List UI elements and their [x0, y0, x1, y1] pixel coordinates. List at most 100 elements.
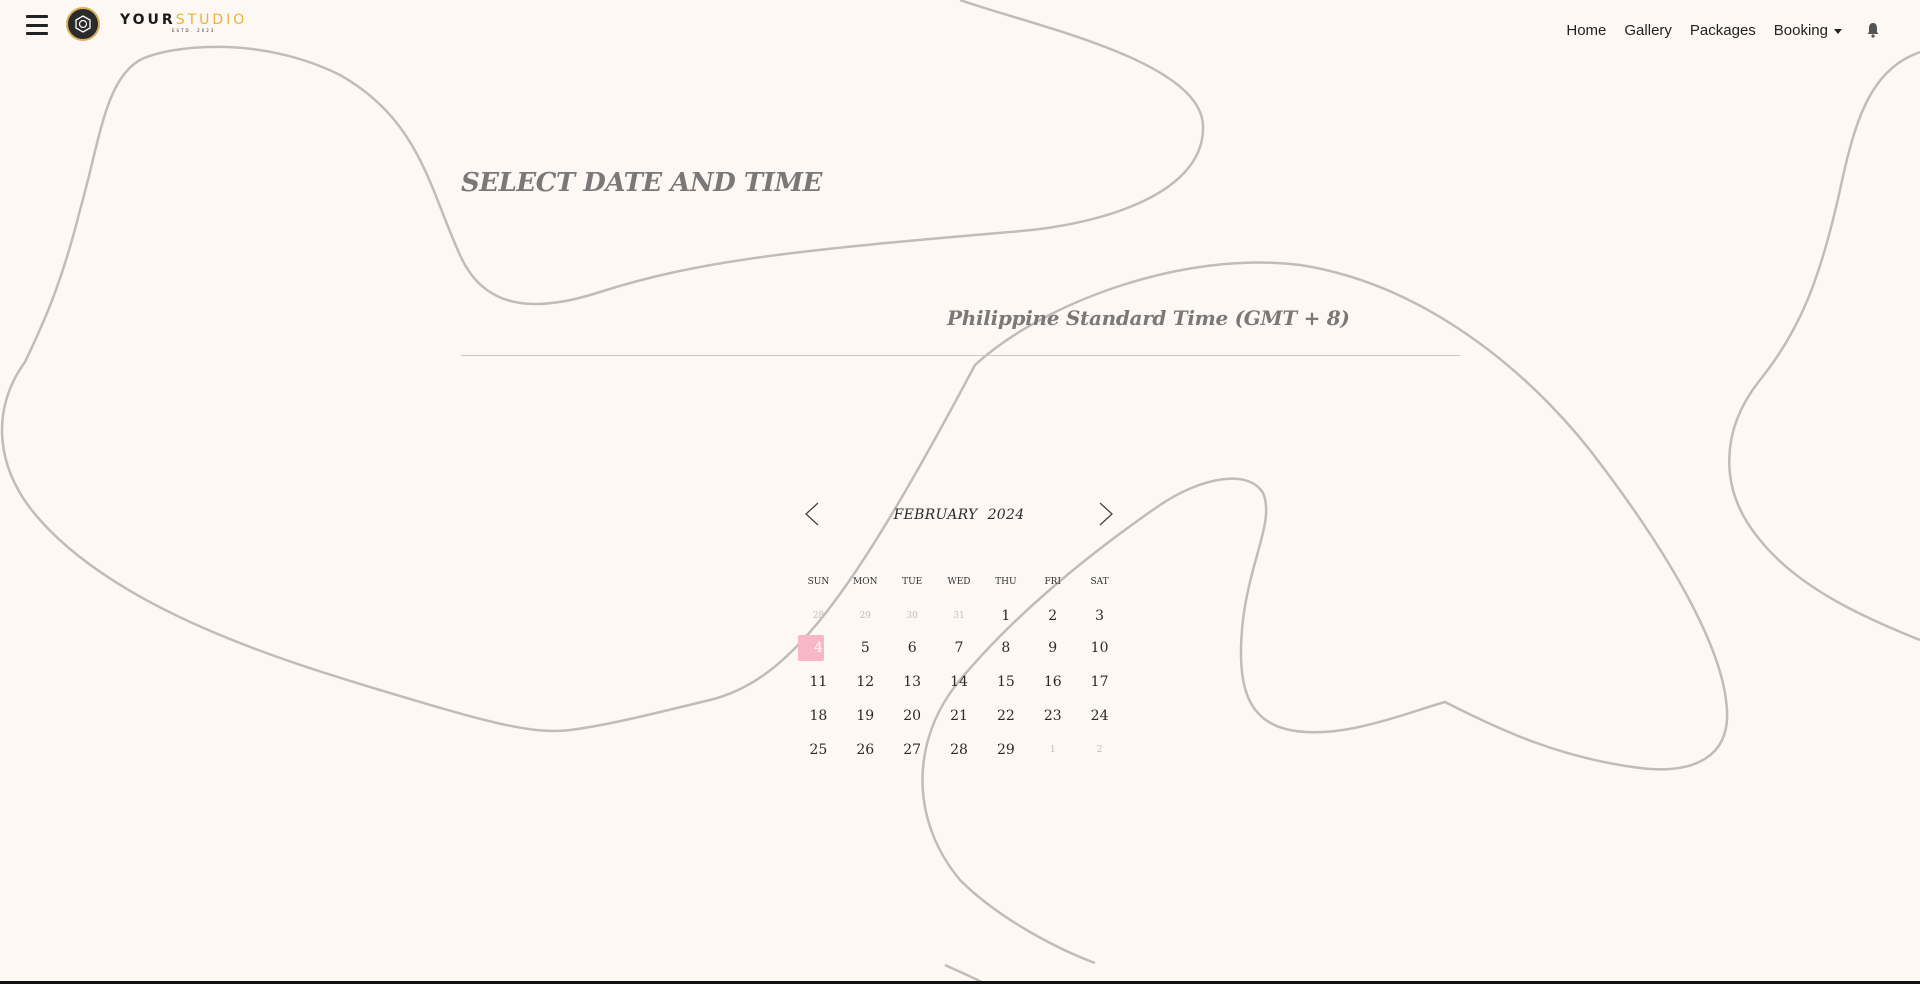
calendar-day-other-month: 1 [1029, 737, 1076, 763]
weekday-label: THU [995, 577, 1017, 587]
page-title: SELECT DATE AND TIME [461, 168, 822, 198]
calendar-day[interactable]: 2 [1029, 603, 1076, 629]
calendar-day[interactable]: 18 [795, 703, 842, 729]
calendar-day[interactable]: 26 [842, 737, 889, 763]
calendar-day[interactable]: 25 [795, 737, 842, 763]
bottom-border [0, 981, 1920, 984]
calendar-week-row: 11 12 13 14 15 16 17 [795, 665, 1123, 699]
bell-icon[interactable] [1866, 22, 1880, 38]
calendar-month: FEBRUARY [893, 507, 978, 523]
calendar-day-number: 4 [813, 640, 823, 656]
calendar-day-number: 15 [996, 674, 1015, 690]
calendar-day[interactable]: 1 [982, 603, 1029, 629]
calendar-day-number: 14 [950, 674, 968, 690]
calendar-year: 2024 [987, 507, 1025, 523]
weekday-label: SAT [1090, 577, 1109, 587]
calendar-day-number: 22 [996, 708, 1015, 724]
calendar-day-number: 23 [1043, 708, 1062, 724]
brand-name-part2: STUDIO [175, 12, 248, 28]
calendar-day[interactable]: 17 [1076, 669, 1123, 695]
calendar-week-row: 25 26 27 28 29 1 2 [795, 733, 1123, 767]
calendar-day[interactable]: 11 [795, 669, 842, 695]
calendar-day[interactable]: 22 [982, 703, 1029, 729]
calendar-day[interactable]: 3 [1076, 603, 1123, 629]
weekday-label: FRI [1044, 577, 1062, 587]
logo-icon[interactable] [66, 7, 100, 41]
calendar-day-number: 18 [809, 708, 828, 724]
calendar-day-number: 8 [1001, 640, 1011, 656]
calendar-day[interactable]: 12 [842, 669, 889, 695]
calendar-day[interactable]: 20 [889, 703, 936, 729]
calendar-day-number: 30 [906, 611, 918, 621]
calendar-day[interactable]: 28 [936, 737, 983, 763]
nav-packages[interactable]: Packages [1689, 22, 1756, 39]
calendar-day-number: 17 [1090, 674, 1109, 690]
calendar-day-other-month: 31 [936, 603, 983, 629]
brand-logo[interactable]: YOURSTUDIO ESTD. 2023 [120, 13, 247, 33]
calendar-day-number: 20 [903, 708, 922, 724]
brand-name-part1: YOUR [120, 12, 176, 28]
calendar-day[interactable]: 8 [982, 635, 1029, 661]
calendar-day[interactable]: 19 [842, 703, 889, 729]
prev-month-icon[interactable] [803, 501, 821, 527]
calendar-day-other-month: 28 [795, 603, 842, 629]
calendar-day-number: 29 [996, 742, 1015, 758]
calendar-day[interactable]: 9 [1029, 635, 1076, 661]
weekday-label: WED [947, 577, 971, 587]
brand-tagline: ESTD. 2023 [172, 28, 216, 33]
calendar-day-number: 3 [1095, 608, 1105, 624]
calendar-day-number: 12 [856, 674, 875, 690]
calendar-day[interactable]: 13 [889, 669, 936, 695]
calendar-day[interactable]: 16 [1029, 669, 1076, 695]
calendar-day-selected[interactable]: 4 [795, 635, 842, 661]
calendar-day-other-month: 30 [889, 603, 936, 629]
calendar-day[interactable]: 7 [936, 635, 983, 661]
calendar-day[interactable]: 6 [889, 635, 936, 661]
calendar-day-number: 6 [907, 640, 917, 656]
calendar-day[interactable]: 21 [936, 703, 983, 729]
nav-booking-label: Booking [1773, 22, 1828, 39]
caret-down-icon [1834, 28, 1842, 34]
calendar-day-number: 29 [859, 611, 872, 621]
calendar-day-number: 13 [903, 674, 922, 690]
calendar-day-number: 25 [809, 742, 828, 758]
menu-icon[interactable] [26, 15, 48, 35]
calendar-day[interactable]: 23 [1029, 703, 1076, 729]
calendar-day-number: 19 [856, 708, 875, 724]
calendar-title: FEBRUARY 2024 [795, 507, 1123, 523]
calendar-day-number: 7 [954, 640, 964, 656]
calendar-day-number: 9 [1048, 640, 1058, 656]
calendar-day-number: 10 [1090, 640, 1109, 656]
calendar-day-other-month: 29 [842, 603, 889, 629]
nav-booking[interactable]: Booking [1774, 22, 1842, 39]
calendar-day-number: 5 [860, 640, 870, 656]
calendar-day[interactable]: 15 [982, 669, 1029, 695]
calendar-day[interactable]: 29 [982, 737, 1029, 763]
weekday-label: SUN [807, 577, 830, 587]
calendar-day-other-month: 2 [1076, 737, 1123, 763]
calendar-day-number: 2 [1048, 608, 1058, 624]
calendar-day-number: 31 [953, 611, 965, 621]
calendar-day[interactable]: 24 [1076, 703, 1123, 729]
calendar-day[interactable]: 27 [889, 737, 936, 763]
calendar-day-number: 16 [1043, 674, 1062, 690]
calendar-day-number: 2 [1096, 745, 1103, 755]
calendar-day[interactable]: 10 [1076, 635, 1123, 661]
calendar-header: FEBRUARY 2024 [795, 495, 1123, 535]
calendar-day-number: 26 [856, 742, 875, 758]
nav-gallery[interactable]: Gallery [1624, 22, 1672, 39]
calendar-day-number: 1 [1049, 745, 1056, 755]
calendar-week-row: 18 19 20 21 22 23 24 [795, 699, 1123, 733]
nav-home[interactable]: Home [1566, 22, 1607, 39]
next-month-icon[interactable] [1097, 501, 1115, 527]
calendar-day[interactable]: 5 [842, 635, 889, 661]
weekday-label: MON [853, 577, 878, 587]
nav-links: Home Gallery Packages Booking [1566, 22, 1842, 39]
calendar-day-number: 28 [950, 742, 968, 758]
calendar-day[interactable]: 14 [936, 669, 983, 695]
calendar-day-number: 28 [812, 611, 825, 621]
calendar-day-number: 1 [1001, 608, 1011, 624]
divider [461, 355, 1460, 356]
